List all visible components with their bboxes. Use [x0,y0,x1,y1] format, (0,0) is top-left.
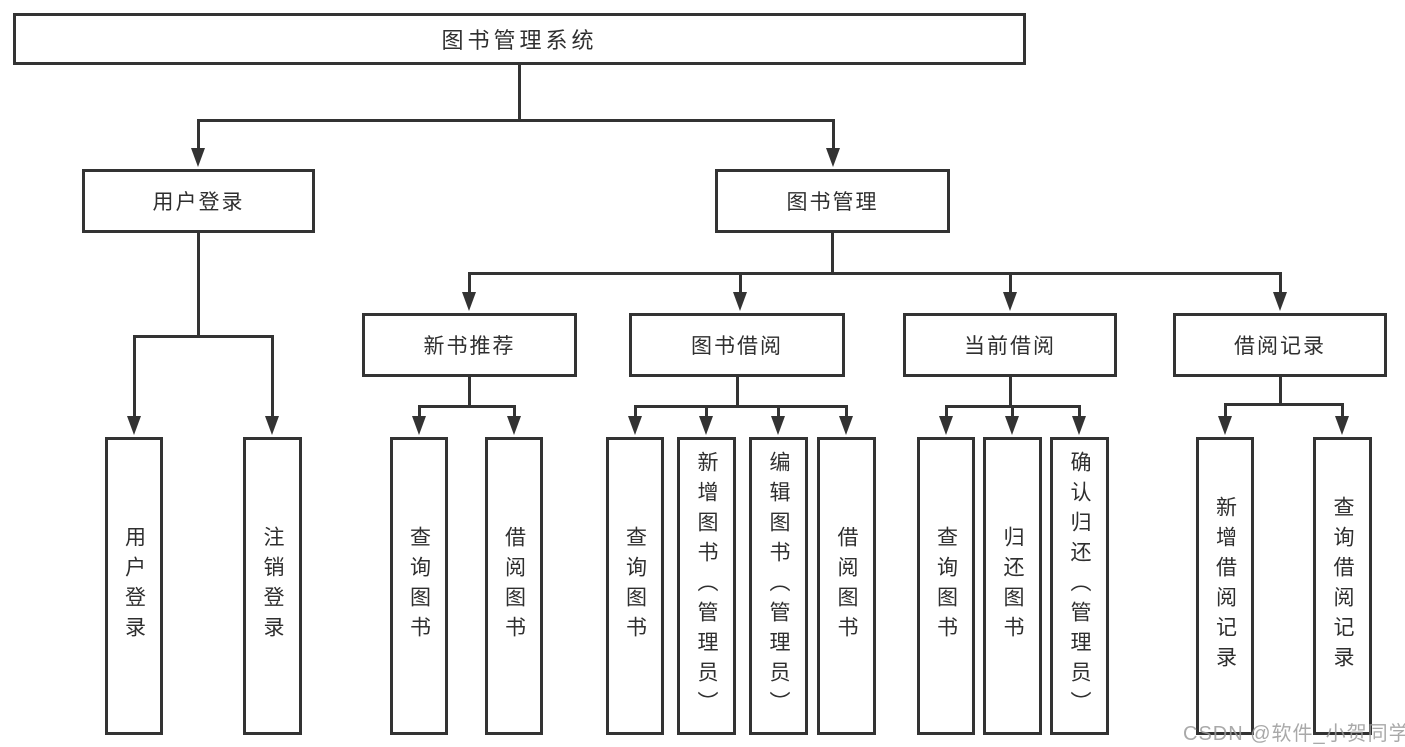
connector-line [467,271,1282,275]
node-user-login: 用户登录 [82,169,315,233]
connector-line [417,404,516,408]
node-label: 查询图书 [623,526,647,646]
node-label: 查询图书 [407,526,431,646]
arrowhead-down-icon [191,148,205,167]
connector-line [512,406,516,417]
connector-line [270,336,274,417]
connector-line [517,65,521,120]
node-leaf-query-books-3: 查询图书 [917,437,975,735]
node-label: 图书管理 [786,191,879,214]
arrowhead-down-icon [1072,416,1086,435]
arrowhead-down-icon [265,416,279,435]
node-label: 用户登录 [122,526,146,646]
node-book-borrowing: 图书借阅 [629,313,845,377]
node-leaf-query-books-1: 查询图书 [390,437,448,735]
connector-line [830,233,834,273]
node-borrowing-records: 借阅记录 [1173,313,1387,377]
arrowhead-down-icon [939,416,953,435]
arrowhead-down-icon [771,416,785,435]
node-label: 当前借阅 [964,335,1056,358]
node-current-borrowing: 当前借阅 [903,313,1117,377]
connector-line [831,120,835,149]
node-leaf-borrow-books-2: 借阅图书 [817,437,876,735]
node-label: 新增图书（管理员） [695,451,718,721]
arrowhead-down-icon [127,416,141,435]
arrowhead-down-icon [1003,292,1017,311]
node-label: 借阅图书 [835,526,858,646]
connector-line [196,233,200,336]
connector-line [1223,404,1227,417]
node-leaf-query-borrow-record: 查询借阅记录 [1313,437,1372,735]
node-label: 图书借阅 [691,335,783,358]
node-label: 查询借阅记录 [1331,496,1354,676]
arrowhead-down-icon [1005,416,1019,435]
arrowhead-down-icon [1273,292,1287,311]
node-label: 归还图书 [1001,526,1024,646]
csdn-watermark: CSDN @软件_小贺同学 [1183,723,1405,745]
arrowhead-down-icon [1218,416,1232,435]
arrowhead-down-icon [462,292,476,311]
node-leaf-logout-login: 注销登录 [243,437,302,735]
connector-line [417,406,421,417]
node-leaf-return-books: 归还图书 [983,437,1042,735]
node-leaf-add-borrow-record: 新增借阅记录 [1196,437,1254,735]
node-book-management: 图书管理 [715,169,950,233]
node-leaf-borrow-books-1: 借阅图书 [485,437,543,735]
connector-line [944,406,948,417]
connector-line [704,406,708,417]
connector-line [1278,273,1282,295]
node-label: 图书管理系统 [441,28,598,53]
connector-line [844,406,848,417]
arrowhead-down-icon [839,416,853,435]
node-leaf-user-login: 用户登录 [105,437,163,735]
node-label: 新增借阅记录 [1213,496,1237,676]
connector-line [132,336,136,417]
connector-line [633,404,848,408]
connector-line [738,273,742,295]
connector-line [776,406,780,417]
connector-line [467,273,471,295]
connector-line [1077,406,1081,417]
arrowhead-down-icon [628,416,642,435]
node-system-root: 图书管理系统 [13,13,1026,65]
node-leaf-query-books-2: 查询图书 [606,437,664,735]
node-leaf-edit-book-admin: 编辑图书（管理员） [749,437,808,735]
connector-line [735,377,739,406]
node-label: 编辑图书（管理员） [767,451,790,721]
connector-line [467,377,471,406]
connector-line [1010,406,1014,417]
arrowhead-down-icon [733,292,747,311]
node-new-book-recommend: 新书推荐 [362,313,577,377]
node-label: 注销登录 [261,526,284,646]
node-label: 查询图书 [934,526,958,646]
connector-line [1008,273,1012,295]
connector-line [1223,402,1344,406]
arrowhead-down-icon [699,416,713,435]
connector-line [196,118,835,122]
node-leaf-add-book-admin: 新增图书（管理员） [677,437,736,735]
arrowhead-down-icon [412,416,426,435]
node-leaf-confirm-return: 确认归还（管理员） [1050,437,1109,735]
connector-line [633,406,637,417]
node-label: 借阅图书 [502,526,526,646]
arrowhead-down-icon [826,148,840,167]
node-label: 借阅记录 [1234,335,1326,358]
node-label: 新书推荐 [423,335,516,358]
node-label: 用户登录 [152,191,245,214]
node-label: 确认归还（管理员） [1068,451,1091,721]
arrowhead-down-icon [1335,416,1349,435]
arrowhead-down-icon [507,416,521,435]
connector-line [1278,377,1282,404]
connector-line [132,334,274,338]
connector-line [1340,404,1344,417]
connector-line [196,120,200,149]
connector-line [1008,377,1012,406]
